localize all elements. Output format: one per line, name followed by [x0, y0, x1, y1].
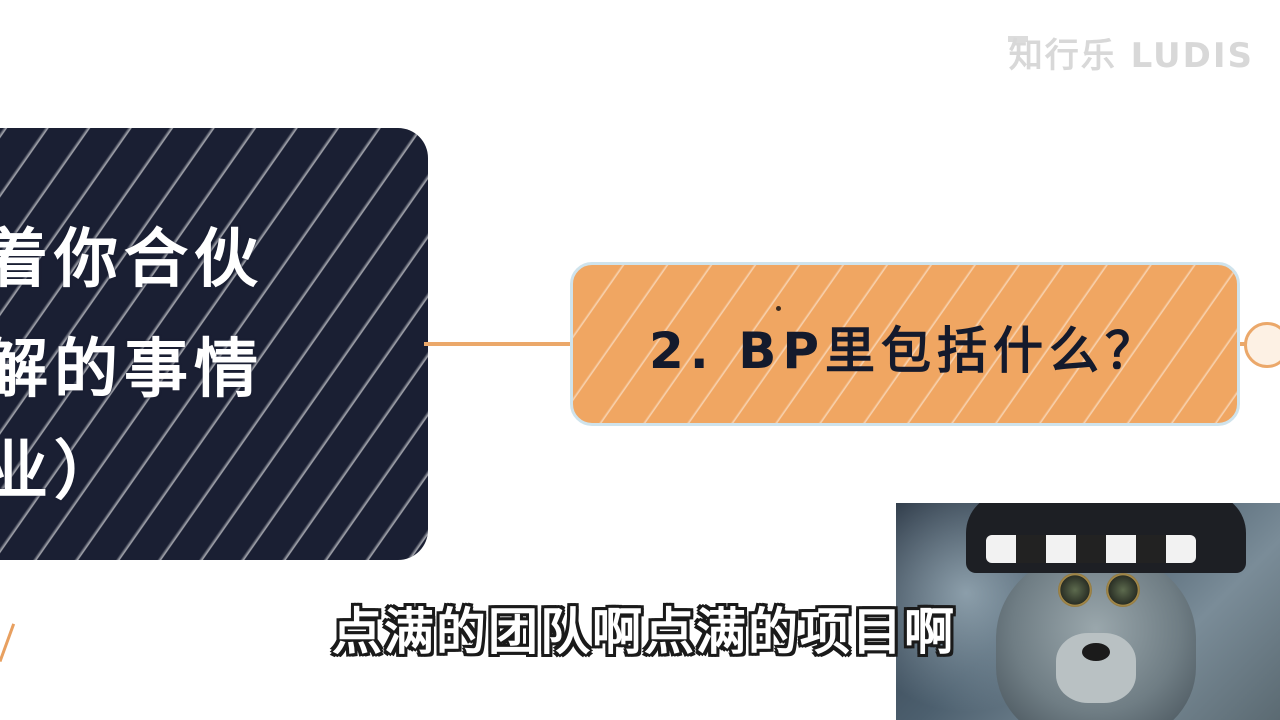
avatar-goggles [1024, 573, 1174, 607]
dark-node-text-line-2: 解的事情 [0, 333, 264, 407]
mindmap-node-label: 2. BP里包括什么？ [649, 322, 1161, 380]
mindmap-node-dark: 着你合伙 解的事情 业） [0, 128, 428, 560]
watermark-dot [1008, 36, 1028, 42]
webcam-overlay [896, 503, 1280, 720]
hatch-texture [0, 128, 428, 560]
avatar-nose [1082, 643, 1110, 661]
hatch-texture [573, 265, 1237, 423]
expand-node-icon[interactable] [1244, 322, 1280, 368]
watermark: 知行乐 LUDIS [1008, 36, 1254, 76]
video-subtitle: 点满的团队啊点满的项目啊 [0, 592, 1280, 664]
subtitle-text: 点满的团队啊点满的项目啊 [332, 603, 956, 661]
mindmap-node-bp[interactable]: 2. BP里包括什么？ [570, 262, 1240, 426]
mouse-cursor-icon [776, 306, 781, 311]
dark-node-text-line-3: 业） [0, 435, 124, 509]
mindmap-connector [424, 342, 574, 346]
avatar-hat-band [986, 535, 1196, 563]
dark-node-text-line-1: 着你合伙 [0, 223, 264, 297]
